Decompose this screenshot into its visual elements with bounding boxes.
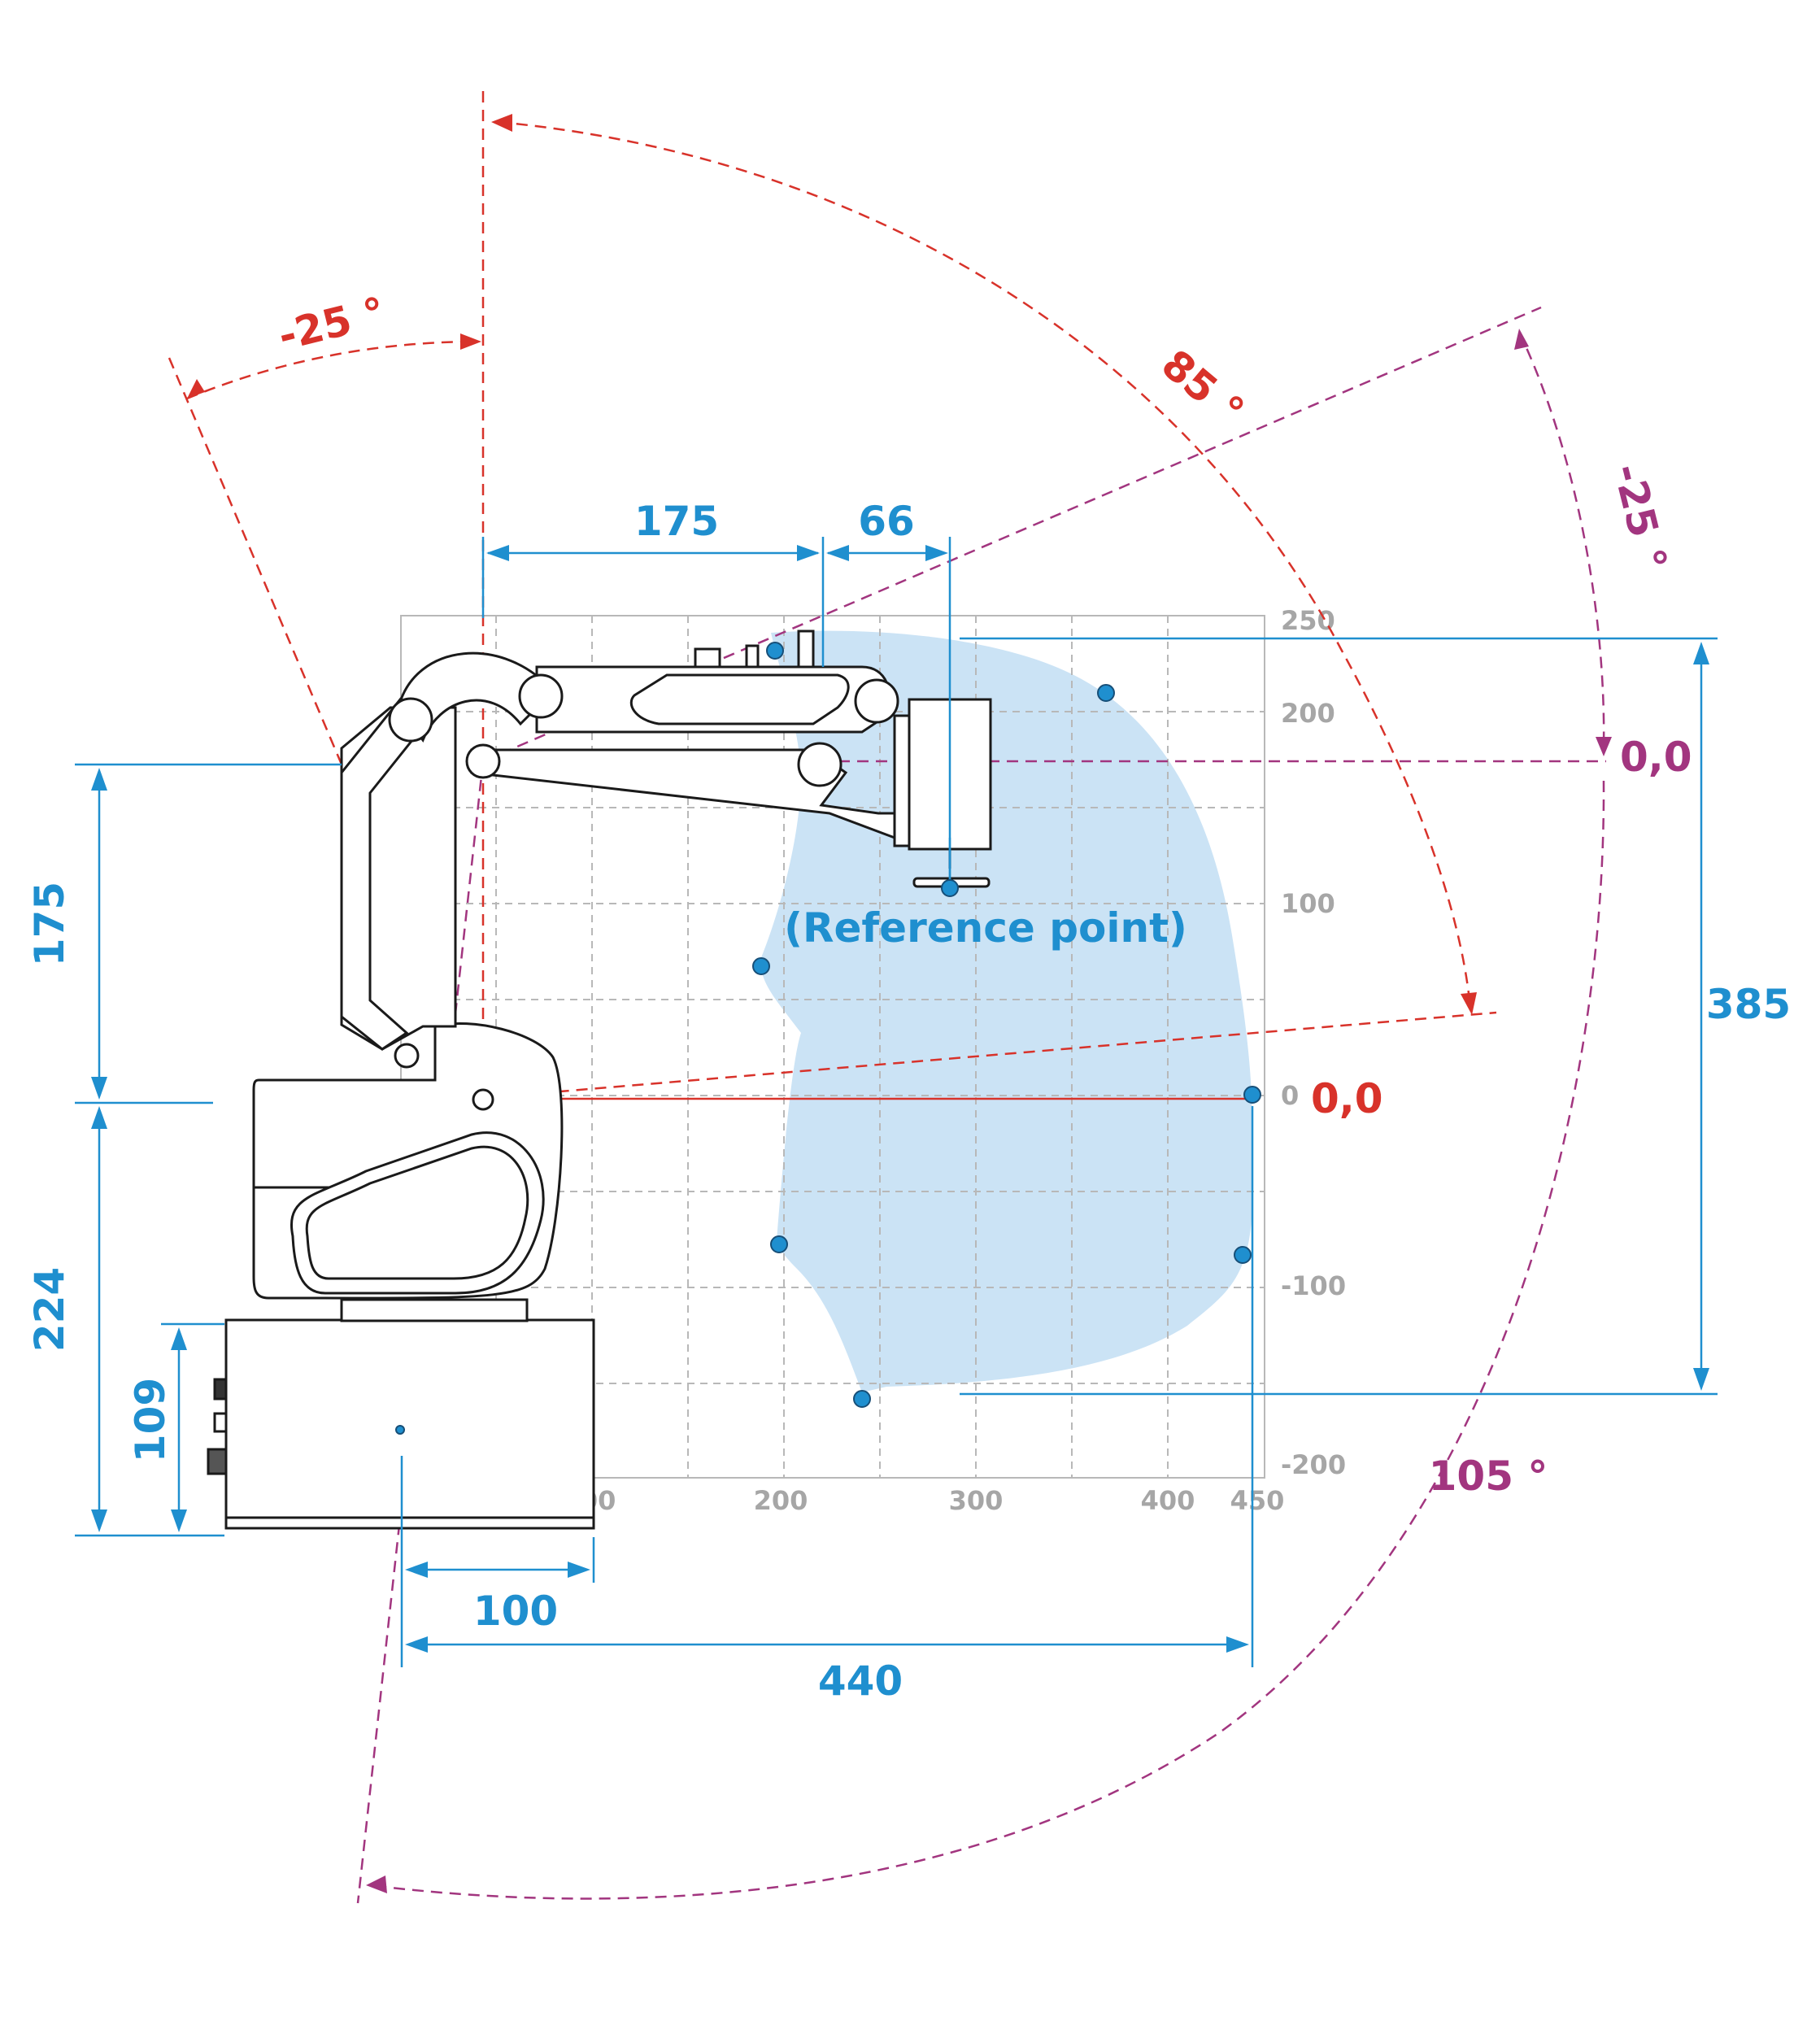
workspace-point — [1243, 1086, 1261, 1104]
x-tick-label: 300 — [949, 1485, 1004, 1516]
robot-joint-base — [472, 1088, 494, 1111]
workspace-point — [770, 1235, 788, 1253]
arrow-head — [366, 1875, 387, 1893]
dim-label-base-width: 100 — [473, 1588, 558, 1635]
elbow-lower-limit-guide — [356, 760, 485, 1904]
arrow-head — [1461, 992, 1477, 1015]
origin-label-purple: 0,0 — [1620, 734, 1692, 781]
arrow-head — [91, 1106, 107, 1129]
arrow-head — [491, 114, 512, 132]
robot-top-fixture — [797, 629, 815, 669]
y-tick-label: 250 — [1281, 605, 1335, 636]
arrow-head — [91, 1077, 107, 1100]
y-tick-label: 200 — [1281, 698, 1335, 729]
arrow-head — [486, 545, 509, 561]
robot-base-connector — [213, 1412, 228, 1433]
robot-turntable — [340, 1298, 529, 1322]
workspace-point — [395, 1425, 405, 1435]
arrow-head — [91, 1509, 107, 1532]
angle-label-shoulder-forward: 85 ° — [1152, 341, 1252, 435]
dim-label-workspace-height: 385 — [1706, 981, 1791, 1028]
shoulder-forward-limit-guide — [482, 1011, 1497, 1100]
elbow-down-arc — [369, 780, 1605, 1900]
robot-top-fixture — [694, 647, 721, 669]
workspace-point — [941, 879, 959, 897]
dim-label-reach: 440 — [818, 1658, 903, 1705]
x-tick-label: 400 — [1141, 1485, 1195, 1516]
arrow-head — [171, 1327, 187, 1350]
dim-label-height-upper: 175 — [26, 882, 73, 966]
robot-joint — [394, 1043, 420, 1069]
arrow-head — [460, 333, 481, 350]
workspace-point — [1097, 684, 1115, 702]
arrow-head — [1226, 1636, 1249, 1653]
arrow-head — [826, 545, 849, 561]
arrow-head — [568, 1562, 590, 1578]
robot-joint — [797, 742, 843, 787]
x-tick-label: 450 — [1230, 1485, 1285, 1516]
shoulder-back-limit-guide — [168, 357, 485, 1099]
y-tick-label: -100 — [1281, 1270, 1346, 1301]
elbow-up-arc — [1517, 331, 1605, 749]
shoulder-forward-arc — [497, 120, 1472, 1009]
arrow-head — [187, 379, 205, 399]
workspace-point — [752, 957, 770, 975]
workspace-point — [1234, 1246, 1252, 1264]
arrow-head — [91, 768, 107, 791]
shoulder-back-arc — [186, 340, 479, 400]
reference-point-label: (Reference point) — [784, 904, 1187, 952]
arrow-head — [1514, 329, 1529, 350]
arrow-head — [797, 545, 820, 561]
robot-forearm-upper — [535, 665, 891, 734]
robot-tool-side — [893, 714, 911, 847]
dim-label-base-height: 109 — [127, 1378, 174, 1462]
robot-joint — [388, 697, 433, 743]
workspace-region — [760, 630, 1252, 1392]
robot-joint — [518, 673, 564, 719]
arrow-head — [171, 1509, 187, 1532]
y-tick-label: 100 — [1281, 888, 1335, 919]
arrow-head — [405, 1562, 428, 1578]
dimension-lines — [75, 537, 1718, 1667]
arrow-head — [1596, 737, 1612, 756]
dim-label-arm-upper: 175 — [634, 498, 719, 545]
arrow-head — [1693, 642, 1709, 664]
robot-arm — [207, 629, 992, 1530]
robot-base-connector — [213, 1378, 228, 1401]
arrow-head — [405, 1636, 428, 1653]
robot-base-connector — [207, 1448, 228, 1475]
dim-label-height-lower: 224 — [26, 1267, 73, 1352]
dim-label-tool-offset: 66 — [858, 498, 915, 545]
angle-label-elbow-up: -25 ° — [1604, 459, 1675, 575]
robot-rear-link — [340, 697, 420, 1051]
robot-belt-cover — [290, 1131, 545, 1295]
origin-label-red: 0,0 — [1311, 1075, 1383, 1122]
shoulder-angle-guides — [168, 91, 1497, 1100]
robot-forearm-slot — [629, 673, 850, 725]
workspace-point — [853, 1390, 871, 1408]
arrow-head — [1693, 1368, 1709, 1391]
robot-top-fixture — [745, 644, 760, 669]
y-tick-label: 0 — [1281, 1080, 1299, 1111]
robot-base-box — [224, 1318, 595, 1530]
angle-label-elbow-down: 105 ° — [1429, 1453, 1548, 1500]
x-tick-label: 200 — [754, 1485, 808, 1516]
workspace-point — [766, 642, 784, 660]
robot-joint — [854, 678, 899, 724]
y-tick-label: -200 — [1281, 1449, 1346, 1480]
robot-belt-cover-inner — [305, 1145, 529, 1280]
arrow-head — [925, 545, 948, 561]
robot-joint-shoulder — [465, 743, 501, 779]
